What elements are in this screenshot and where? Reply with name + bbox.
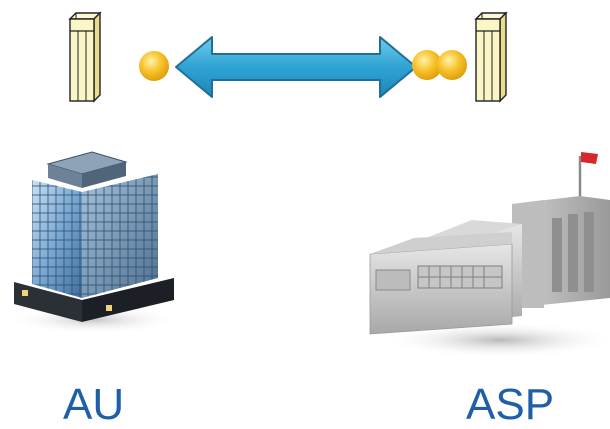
factory-building-icon — [362, 148, 610, 362]
au-label: AU — [63, 380, 125, 429]
double-headed-arrow-icon — [172, 32, 422, 106]
left-server-icon — [64, 11, 104, 103]
right-server-icon — [470, 11, 510, 103]
left-connection-dot-icon — [134, 46, 174, 86]
right-double-connection-dot-icon — [410, 44, 474, 86]
office-tower-icon — [8, 150, 180, 336]
asp-label: ASP — [466, 380, 555, 429]
